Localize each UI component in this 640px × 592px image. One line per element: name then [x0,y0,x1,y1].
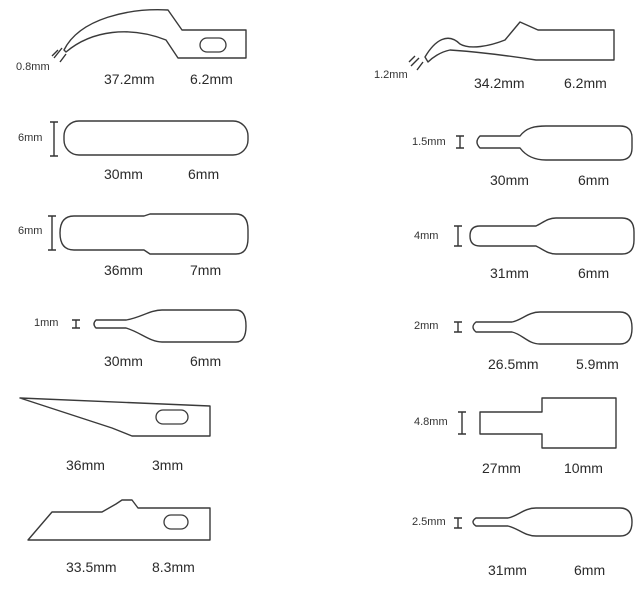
length-label: 30mm [490,172,529,188]
height-label: 2.5mm [412,516,446,528]
width-label: 7mm [190,262,222,278]
angled-blade-shape [27,499,211,541]
length-label: 30mm [104,353,143,369]
wide-chisel-shape [479,397,617,449]
height-marker [408,55,424,71]
height-marker [456,135,464,149]
chisel-blade-shape [469,217,635,255]
width-label: 10mm [564,460,603,476]
width-label: 6mm [190,353,222,369]
hook-blade-shape [424,21,615,63]
height-label: 2mm [414,320,439,332]
width-label: 3mm [152,457,184,473]
height-marker [72,319,80,329]
height-label: 6mm [18,132,43,144]
height-marker [51,47,67,63]
width-label: 5.9mm [576,356,619,372]
length-label: 30mm [104,166,143,182]
width-label: 6mm [574,562,606,578]
length-label: 37.2mm [104,71,155,87]
mounting-slot [155,409,189,425]
height-marker [458,411,466,435]
length-label: 31mm [490,265,529,281]
length-label: 26.5mm [488,356,539,372]
stepped-blade-shape [59,213,249,255]
round-blade-shape [63,120,249,156]
chisel-blade-shape [472,311,633,345]
length-label: 31mm [488,562,527,578]
width-label: 6.2mm [190,71,233,87]
length-label: 33.5mm [66,559,117,575]
length-label: 36mm [66,457,105,473]
height-label: 1mm [34,317,59,329]
height-marker [48,215,56,251]
height-marker [454,321,462,333]
length-label: 34.2mm [474,75,525,91]
height-label: 4.8mm [414,416,448,428]
height-label: 4mm [414,230,439,242]
chisel-blade-shape [93,309,247,343]
height-label: 6mm [18,225,43,237]
height-label: 0.8mm [16,61,50,73]
length-label: 27mm [482,460,521,476]
chisel-blade-shape [476,125,633,161]
height-label: 1.2mm [374,69,408,81]
width-label: 6mm [578,172,610,188]
height-marker [454,517,462,529]
height-marker [50,121,58,157]
height-marker [454,225,462,247]
length-label: 36mm [104,262,143,278]
width-label: 6.2mm [564,75,607,91]
chisel-blade-shape [472,507,633,537]
pointed-blade-shape [19,397,211,437]
height-label: 1.5mm [412,136,446,148]
mounting-slot [199,37,227,53]
width-label: 6mm [188,166,220,182]
width-label: 6mm [578,265,610,281]
width-label: 8.3mm [152,559,195,575]
mounting-slot [163,514,189,530]
